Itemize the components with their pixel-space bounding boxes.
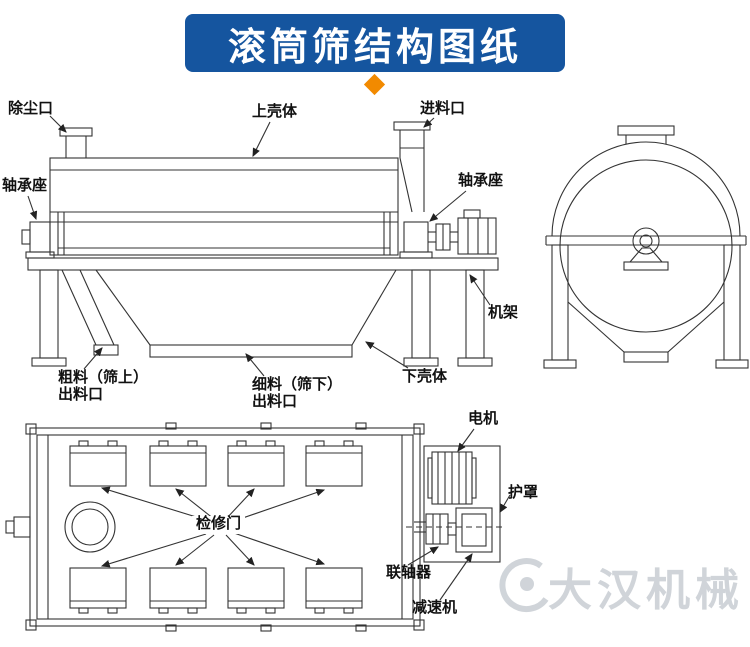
coupling-shape — [414, 513, 457, 545]
label-motor: 电机 — [468, 411, 499, 427]
drive-train-shape — [406, 445, 504, 563]
label-coupling: 联轴器 — [386, 565, 432, 581]
label-guard: 护罩 — [508, 485, 539, 501]
label-coarse-outlet-1: 粗料（筛上） — [58, 370, 149, 386]
dust-port-shape — [59, 127, 93, 158]
inspection-door-arrows — [100, 486, 326, 568]
left-bearing-shape — [21, 221, 55, 259]
page-title: 滚筒筛结构图纸 — [227, 26, 522, 69]
label-dust-port: 除尘口 — [8, 101, 54, 117]
end-flange-shape — [64, 501, 116, 553]
label-upper-housing: 上壳体 — [252, 104, 298, 120]
motor-shape — [427, 451, 477, 505]
label-lower-housing: 下壳体 — [402, 369, 448, 385]
page-title-banner: 滚筒筛结构图纸 — [185, 14, 565, 72]
label-fine-outlet-2: 出料口 — [252, 394, 298, 410]
right-bearing-drive-shape — [399, 209, 497, 259]
label-coarse-outlet-2: 出料口 — [58, 387, 104, 403]
label-inspection-door: 检修门 — [192, 516, 246, 534]
label-reducer: 减速机 — [412, 600, 458, 616]
frame-shape — [27, 257, 499, 367]
feed-inlet-shape — [393, 121, 431, 213]
watermark-text: 大汉机械 — [548, 566, 744, 615]
label-feed-inlet: 进料口 — [420, 101, 466, 117]
end-view-drawing — [543, 125, 749, 369]
top-view-drawing — [5, 422, 504, 632]
label-frame: 机架 — [488, 305, 519, 321]
reducer-shape — [455, 507, 493, 553]
label-bearing-seat-right: 轴承座 — [458, 173, 504, 189]
upper-housing-shape — [49, 157, 399, 256]
label-fine-outlet-1: 细料（筛下） — [252, 377, 343, 393]
inspection-door-shape — [69, 440, 363, 614]
lower-housing-shape — [61, 269, 397, 358]
side-view-drawing — [21, 121, 499, 367]
leader-lines — [27, 115, 511, 601]
watermark-logo-icon — [499, 558, 549, 613]
label-bearing-seat-left: 轴承座 — [2, 178, 48, 194]
